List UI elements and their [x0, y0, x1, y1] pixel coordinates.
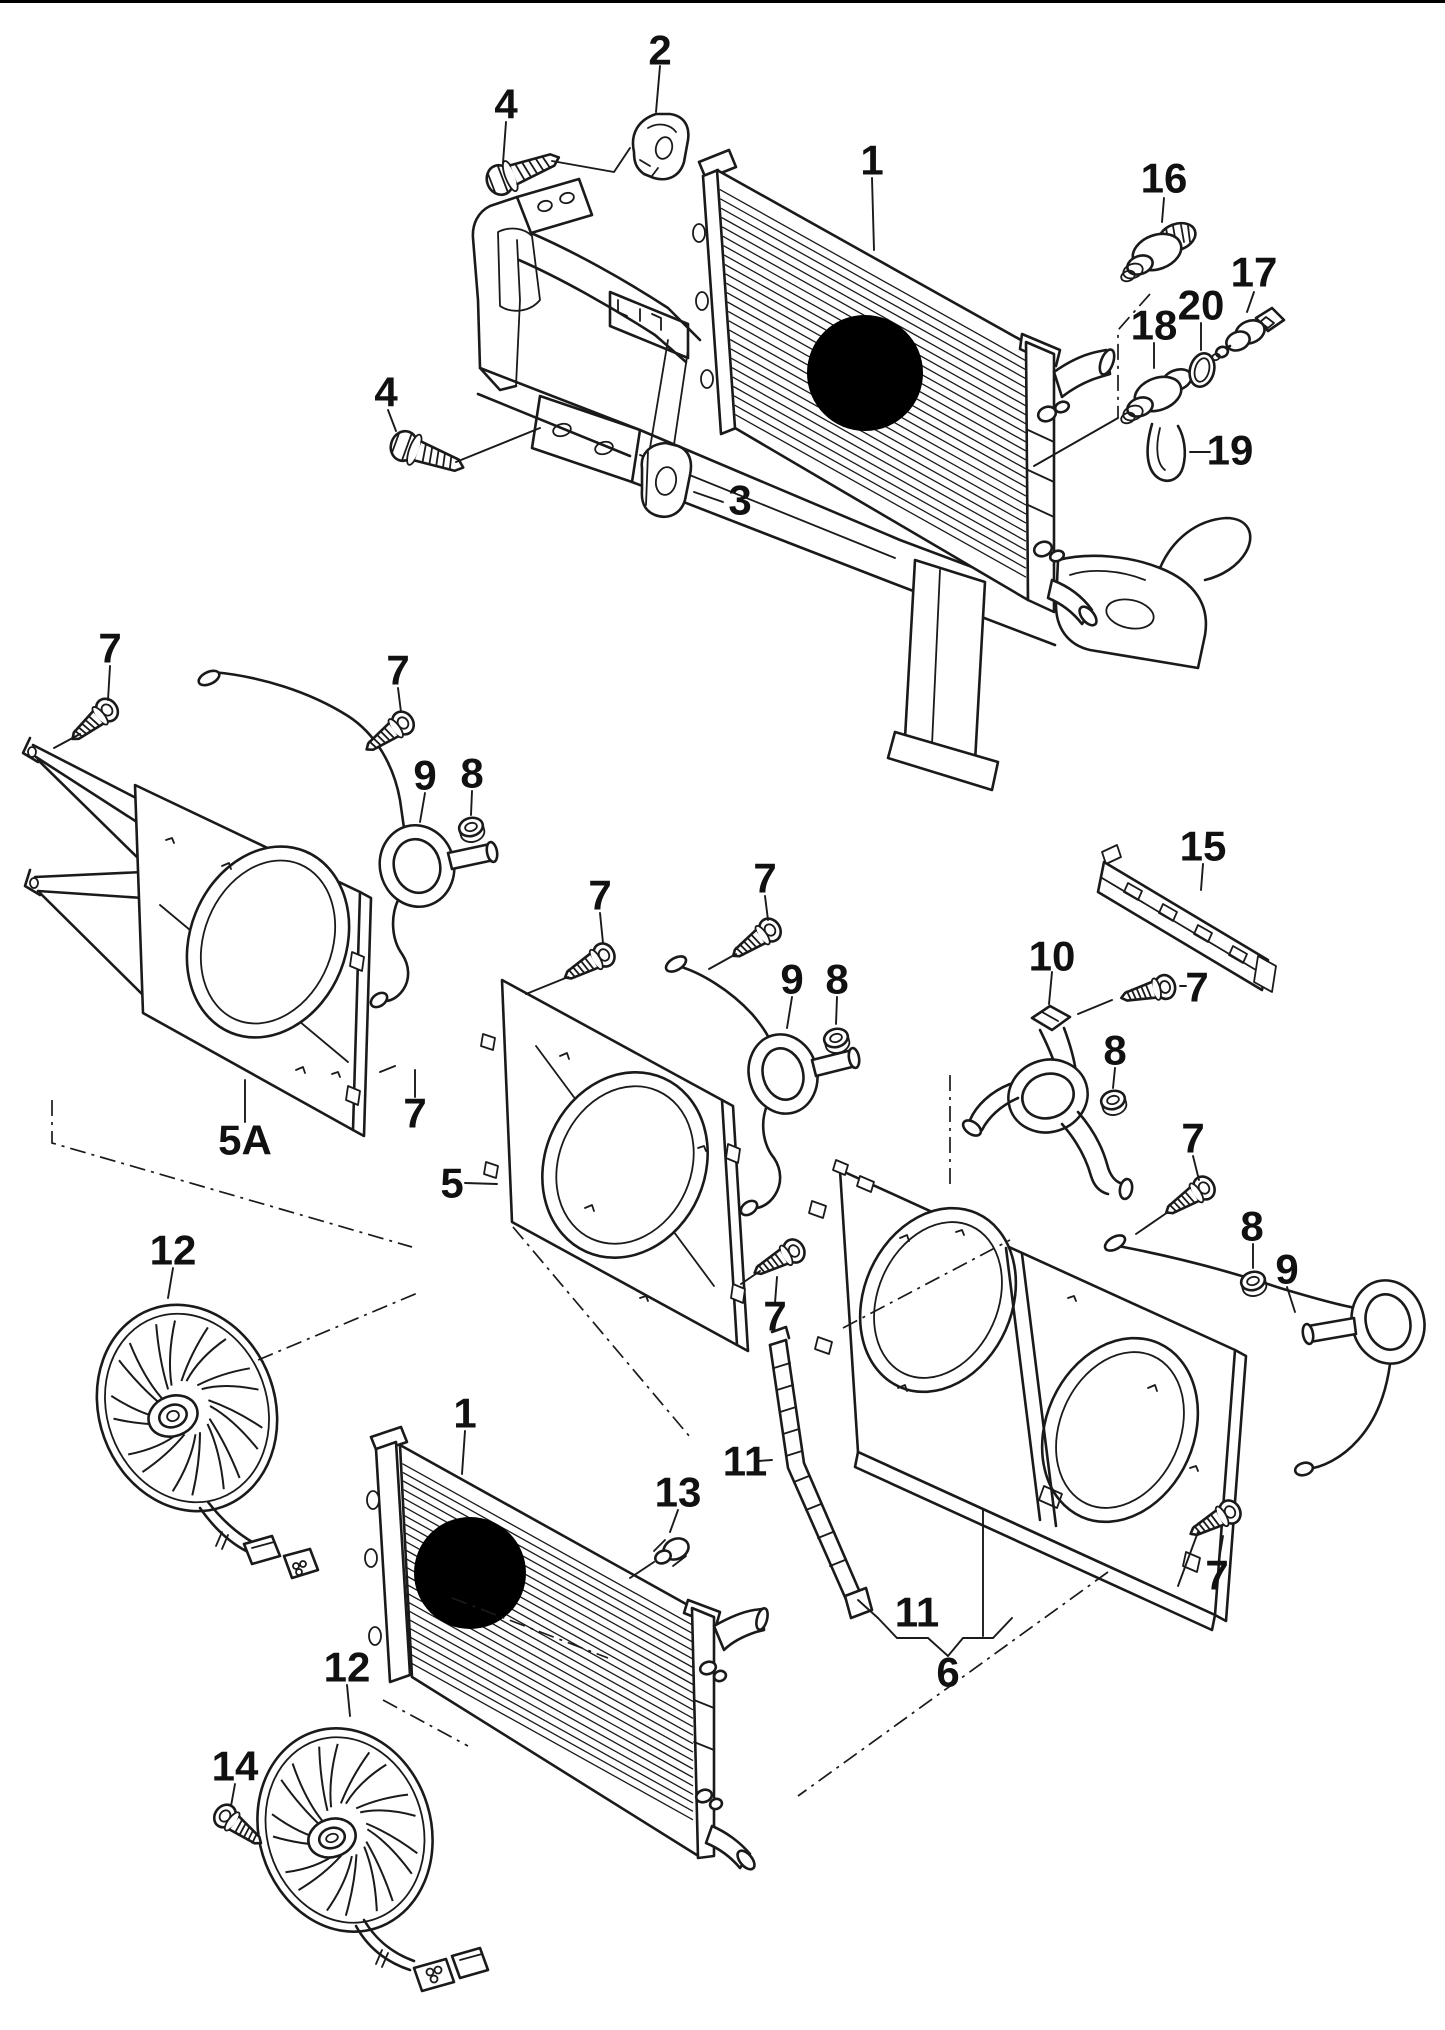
callout-13: 13 [655, 1469, 702, 1516]
callout-7: 7 [1181, 1115, 1204, 1162]
front-carrier-frame [471, 177, 1252, 792]
callout-9: 9 [413, 752, 436, 799]
vent-hose-9-middle [664, 955, 861, 1217]
callout-4: 4 [374, 369, 398, 416]
callout-12: 12 [150, 1227, 197, 1274]
callout-7: 7 [763, 1293, 786, 1340]
callout-8: 8 [1240, 1203, 1263, 1250]
redaction-circle-upper [807, 315, 923, 431]
cooling-fan-upper [95, 1303, 320, 1580]
callout-8: 8 [1103, 1027, 1126, 1074]
callout-7: 7 [1205, 1552, 1228, 1599]
callout-7: 7 [753, 855, 776, 902]
nut-8-a [455, 813, 488, 846]
fan-shroud-5 [480, 978, 750, 1353]
callout-5A: 5A [218, 1117, 272, 1164]
fan-blades [271, 1743, 418, 1916]
retaining-clip-19 [1146, 422, 1187, 483]
screw-7-f [1117, 971, 1179, 1011]
callout-7: 7 [403, 1090, 426, 1137]
callout-1: 1 [453, 1390, 476, 1437]
callout-8: 8 [460, 750, 483, 797]
callout-6: 6 [936, 1649, 959, 1696]
callout-10: 10 [1029, 933, 1076, 980]
callout-12: 12 [324, 1644, 371, 1691]
center-lines [51, 293, 1151, 1797]
adapter-fitting-18 [1120, 367, 1193, 425]
callout-7: 7 [98, 625, 121, 672]
vent-hose-9-left [197, 669, 499, 1009]
redaction-circle-lower [414, 1517, 526, 1629]
fan-shroud-5a [21, 736, 373, 1138]
callout-2: 2 [648, 27, 671, 74]
nut-8-d [1237, 1267, 1270, 1300]
bolt-4-lower [385, 425, 470, 484]
callout-16: 16 [1141, 155, 1188, 202]
callout-7: 7 [386, 647, 409, 694]
screw-7-d [724, 913, 787, 967]
callout-7: 7 [588, 872, 611, 919]
callout-9: 9 [1275, 1246, 1298, 1293]
radiator-upper [692, 148, 1116, 627]
radiator-lower [364, 1425, 769, 1871]
screw-7-c [557, 938, 620, 990]
screw-7-g [1158, 1171, 1221, 1224]
callout-8: 8 [825, 956, 848, 1003]
callout-7: 7 [1185, 964, 1208, 1011]
callout-3: 3 [728, 477, 751, 524]
callout-15: 15 [1180, 823, 1227, 870]
leader-lines [53, 65, 1296, 1807]
drain-plug-13 [653, 1537, 690, 1567]
callout-9: 9 [780, 956, 803, 1003]
callout-11: 11 [895, 1589, 939, 1636]
scan-border [0, 0, 1445, 3]
screw-7-a [63, 693, 124, 750]
vent-hose-9-right [1103, 1234, 1426, 1477]
thermo-switch-16 [1120, 221, 1197, 283]
cooling-fan-lower [256, 1727, 490, 1993]
seal-strip-11 [768, 1325, 874, 1620]
bracket-rail-15 [1096, 844, 1277, 993]
callout-4: 4 [494, 81, 518, 128]
callout-20: 20 [1178, 282, 1225, 329]
screw-7-e [747, 1234, 810, 1285]
hose-bracket-10 [961, 1004, 1134, 1201]
o-ring-20 [1188, 351, 1216, 389]
callout-11: 11 [723, 1438, 767, 1485]
callout-17: 17 [1231, 249, 1278, 296]
mounting-bracket-upper [631, 112, 690, 181]
callout-5: 5 [440, 1160, 463, 1207]
nut-8-c [1097, 1086, 1130, 1119]
callout-18: 18 [1131, 302, 1178, 349]
callout-19: 19 [1207, 427, 1254, 474]
callout-1: 1 [860, 137, 883, 184]
mounting-bracket-lower [640, 441, 693, 519]
temperature-sensor-17 [1211, 306, 1286, 362]
fan-shroud-double-6 [808, 1159, 1248, 1632]
callout-14: 14 [212, 1743, 259, 1790]
